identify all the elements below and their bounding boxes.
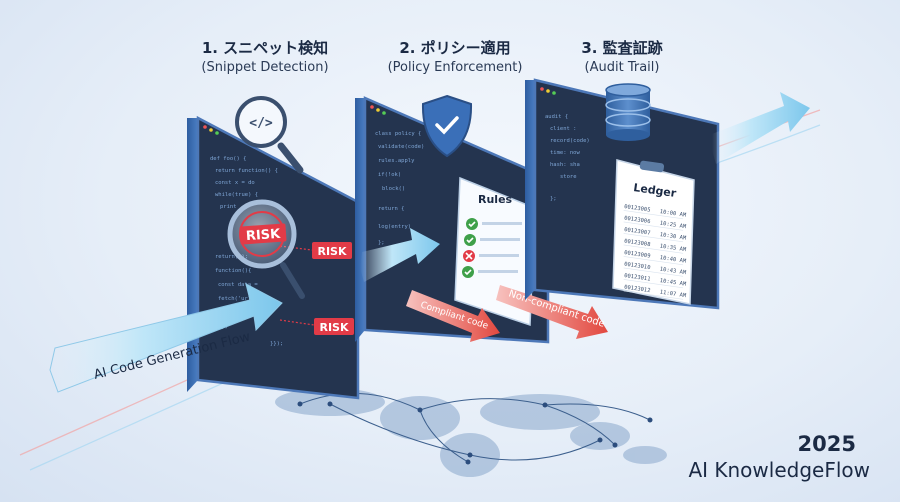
svg-text:client :: client : [550,126,577,132]
ledger-title: Ledger [633,181,678,200]
svg-text:audit {: audit { [545,114,568,120]
ledger-row: 00123008 10:35 AM [623,239,687,254]
step-3-title: 3. 監査証跡 [581,39,663,57]
network-nodes [297,401,653,465]
svg-text:}});: }}); [270,341,283,347]
ledger-row-time: 10:45 AM [659,278,687,288]
svg-text:};: }; [378,240,385,246]
svg-text:block(): block() [382,186,405,192]
network-lines [299,392,651,463]
ledger-row-id: 00123008 [624,239,651,249]
risk-tag-1: RISK [279,242,352,259]
svg-text:return function() {: return function() { [215,168,278,174]
ledger-row-time: 10:35 AM [659,244,687,254]
ledger-row-divider [623,267,684,277]
svg-text:const data =: const data = [218,282,258,288]
svg-text:print: print [220,204,237,210]
svg-text:record(code): record(code) [550,138,590,144]
svg-text:log(entry): log(entry) [378,224,411,230]
ledger-row-time: 10:43 AM [659,267,687,277]
brand-name: AI KnowledgeFlow [688,458,870,482]
ledger-row-divider [623,233,684,243]
svg-text:while(true) {: while(true) { [215,192,258,198]
svg-text:time: now: time: now [550,150,580,156]
svg-text:def foo() {: def foo() { [210,156,246,162]
risk-tag-2: RISK [279,318,354,335]
ledger-row-id: 00123012 [624,285,651,295]
ledger-row-time: 10:40 AM [659,255,687,265]
ledger-row-divider [623,210,684,220]
svg-text:return {: return { [378,206,405,212]
world-map [275,388,667,477]
step-2-title: 2. ポリシー適用 [399,39,511,57]
ledger-row-time: 10:25 AM [659,221,687,231]
magnifier-risk: RISK [227,199,305,299]
ledger-row-id: 00123007 [624,227,651,237]
exit-arrow [712,92,810,164]
svg-text:fetch('url'): fetch('url') [218,296,258,302]
ledger-row: 00123012 11:07 AM [623,285,687,300]
svg-text:const x = do: const x = do [215,180,255,186]
ledger-row-time: 11:07 AM [659,290,687,300]
ledger-row-id: 00123010 [624,262,651,272]
step-2-subtitle: (Policy Enforcement) [387,60,523,75]
ledger-row: 00123006 10:25 AM [623,216,687,231]
ledger-row-id: 00123006 [624,216,651,226]
svg-text:if(!ok): if(!ok) [378,172,401,178]
panel-snippet-detection: def foo() { return function() { const x … [187,115,360,400]
svg-text:return(e);: return(e); [215,254,248,260]
magnifier-code-icon: </> [235,96,304,174]
svg-text:class policy {: class policy { [375,131,421,137]
ledger-row: 00123007 10:30 AM [623,227,687,243]
ledger-row-divider [623,290,684,300]
ledger-row: 00123011 10:45 AM [623,273,687,289]
svg-text:};: }; [550,196,557,202]
risk-tag-1-label: RISK [317,245,346,258]
shield-check-icon [421,94,473,158]
ledger-row-time: 10:00 AM [659,209,687,219]
svg-text:store: store [560,174,577,180]
ledger-row-divider [623,221,684,231]
svg-text:validate(code): validate(code) [378,144,424,150]
ledger-row-id: 00123011 [624,273,651,283]
step-3-subtitle: (Audit Trail) [584,60,660,75]
panel-audit-trail: audit { client : record(code) time: now … [525,78,720,310]
ledger-row-divider [623,256,684,266]
risk-big-label: RISK [245,227,281,244]
brand-year: 2025 [797,432,856,456]
svg-text:rules.apply: rules.apply [378,158,415,164]
rules-document: Rules [454,176,536,327]
ledger-row: 00123009 10:40 AM [623,250,687,266]
ledger-row-time: 10:30 AM [659,232,687,242]
step-1-title: 1. スニペット検知 [201,39,329,57]
rules-title: Rules [478,193,513,206]
ledger-row-id: 00123009 [624,250,651,260]
step-1-subtitle: (Snippet Detection) [201,60,329,75]
ledger-row: 00123010 10:43 AM [623,262,687,277]
svg-text:</>: </> [249,116,273,131]
svg-text:hash: sha: hash: sha [550,162,580,168]
ledger-row-id: 00123005 [624,204,651,214]
panel-policy-enforcement: class policy { validate(code) rules.appl… [355,96,550,344]
database-icon [605,83,651,141]
risk-tag-2-label: RISK [319,321,348,334]
ledger-row: 00123005 10:00 AM [623,204,687,220]
arrow-1-to-2 [360,228,440,282]
svg-text:function(){: function(){ [215,268,251,274]
ledger-row-divider [623,279,684,289]
ledger-row-divider [623,244,684,254]
